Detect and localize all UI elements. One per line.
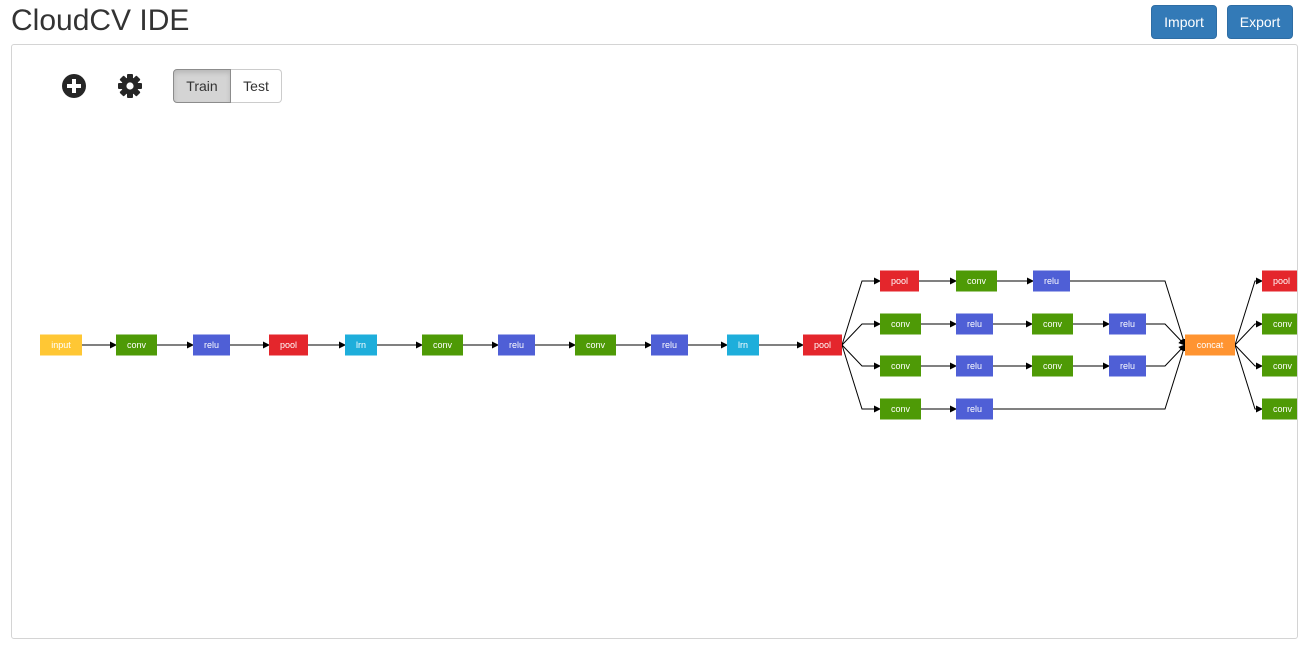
layer-box [651, 334, 688, 356]
layer-node-group: input conv relu pool lrn conv relu conv relu lrn p… [40, 270, 1298, 420]
layer-box [803, 334, 842, 356]
layer-box [1262, 355, 1297, 377]
layer-box [1262, 398, 1297, 420]
test-phase-button[interactable]: Test [231, 69, 282, 103]
layer-box [880, 355, 921, 377]
page-title: CloudCV IDE [11, 4, 190, 37]
layer-node-input[interactable]: input [40, 334, 82, 356]
train-phase-button[interactable]: Train [173, 69, 231, 103]
layer-node-conv[interactable]: conv [1262, 398, 1298, 420]
layer-node-conv[interactable]: conv [880, 355, 921, 377]
layer-node-conv[interactable]: conv [880, 398, 921, 420]
layer-node-concat[interactable]: concat [1185, 334, 1235, 356]
connection-edge [1234, 277, 1263, 346]
connection-edge [1070, 280, 1187, 346]
network-canvas[interactable]: input conv relu pool lrn conv relu conv relu lrn p… [11, 44, 1298, 639]
layer-node-pool[interactable]: pool [803, 334, 842, 356]
network-graph[interactable]: input conv relu pool lrn conv relu conv relu lrn p… [12, 45, 1298, 639]
layer-node-relu[interactable]: relu [498, 334, 535, 356]
connection-edge [1146, 344, 1186, 367]
layer-node-conv[interactable]: conv [1032, 313, 1073, 335]
layer-node-pool[interactable]: pool [880, 270, 919, 292]
layer-box [575, 334, 616, 356]
layer-box [193, 334, 230, 356]
layer-box [1262, 270, 1297, 292]
layer-node-conv[interactable]: conv [422, 334, 463, 356]
layer-box [956, 398, 993, 420]
layer-node-relu[interactable]: relu [1109, 313, 1146, 335]
layer-box [880, 313, 921, 335]
layer-box [956, 313, 993, 335]
phase-toggle: Train Test [173, 69, 282, 103]
layer-box [956, 355, 993, 377]
layer-node-pool[interactable]: pool [1262, 270, 1298, 292]
connection-edge [841, 344, 881, 413]
connection-edge [841, 277, 881, 346]
connection-edge [1234, 320, 1263, 346]
layer-node-pool[interactable]: pool [269, 334, 308, 356]
layer-node-relu[interactable]: relu [956, 313, 993, 335]
layer-box [345, 334, 377, 356]
layer-box [727, 334, 759, 356]
layer-node-lrn[interactable]: lrn [727, 334, 759, 356]
export-button[interactable]: Export [1227, 5, 1293, 39]
layer-box [1032, 355, 1073, 377]
import-button[interactable]: Import [1151, 5, 1217, 39]
layer-box [422, 334, 463, 356]
layer-node-relu[interactable]: relu [193, 334, 230, 356]
layer-box [1032, 313, 1073, 335]
connection-edge [841, 320, 881, 346]
layer-node-conv[interactable]: conv [1262, 313, 1298, 335]
connection-edge [993, 344, 1187, 410]
layer-box [40, 334, 82, 356]
layer-box [269, 334, 308, 356]
layer-box [116, 334, 157, 356]
layer-box [1109, 355, 1146, 377]
layer-node-relu[interactable]: relu [1033, 270, 1070, 292]
layer-node-relu[interactable]: relu [651, 334, 688, 356]
layer-node-relu[interactable]: relu [956, 398, 993, 420]
layer-node-conv[interactable]: conv [1032, 355, 1073, 377]
layer-node-conv[interactable]: conv [116, 334, 157, 356]
layer-node-relu[interactable]: relu [956, 355, 993, 377]
layer-box [1109, 313, 1146, 335]
layer-box [880, 270, 919, 292]
connection-layer [82, 277, 1263, 413]
connection-edge [1234, 344, 1263, 370]
layer-box [498, 334, 535, 356]
layer-node-conv[interactable]: conv [956, 270, 997, 292]
connection-edge [1146, 323, 1186, 346]
connection-edge [1234, 344, 1263, 413]
connection-edge [841, 344, 881, 370]
layer-box [880, 398, 921, 420]
layer-node-conv[interactable]: conv [575, 334, 616, 356]
layer-box [956, 270, 997, 292]
gear-icon[interactable] [117, 73, 143, 99]
layer-node-conv[interactable]: conv [880, 313, 921, 335]
layer-node-lrn[interactable]: lrn [345, 334, 377, 356]
layer-node-relu[interactable]: relu [1109, 355, 1146, 377]
layer-box [1033, 270, 1070, 292]
plus-circle-icon[interactable] [61, 73, 87, 99]
layer-box [1262, 313, 1297, 335]
layer-node-conv[interactable]: conv [1262, 355, 1298, 377]
layer-box [1185, 334, 1235, 356]
